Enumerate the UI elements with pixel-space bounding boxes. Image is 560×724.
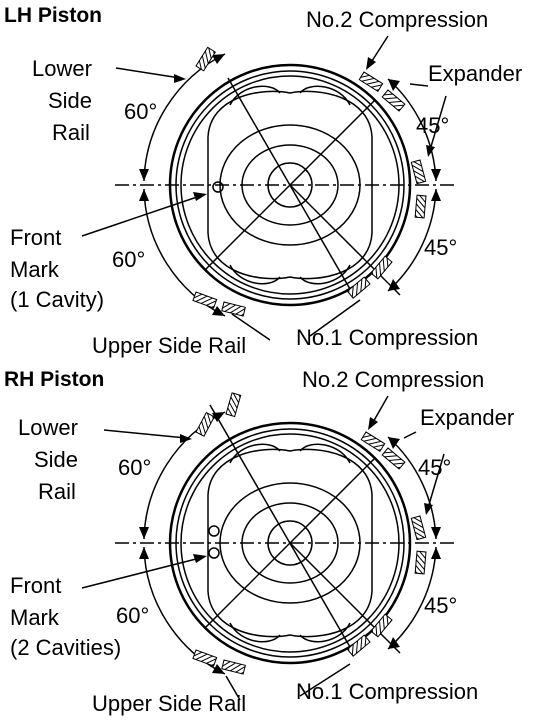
lh-expander-label: Expander: [428, 61, 523, 86]
rh-no1-compression-label: No.1 Compression: [296, 679, 479, 704]
rh-angle-bottom-left: 60°: [116, 603, 150, 628]
rh-upper-side-rail-label: Upper Side Rail: [92, 691, 247, 716]
lh-ring-ends: [192, 46, 427, 317]
rh-expander-label: Expander: [420, 405, 515, 430]
rh-front-mark-line2: Mark: [10, 605, 59, 630]
lh-piston-drawing: [115, 53, 455, 317]
lh-angle-bottom-right: 45°: [424, 235, 458, 260]
rh-front-mark-line1: Front: [10, 573, 62, 598]
lh-lower-side-rail-line1: Lower: [32, 56, 92, 81]
rh-lower-side-rail-line1: Lower: [18, 415, 78, 440]
rh-piston-title: RH Piston: [4, 368, 105, 391]
lh-lower-side-rail-line3: Rail: [52, 120, 90, 145]
lh-angle-top-left: 60°: [124, 99, 158, 124]
rh-front-mark-line3: (2 Cavities): [10, 635, 122, 660]
lh-no1-compression-label: No.1 Compression: [296, 325, 479, 350]
lh-angle-top-right: 45°: [416, 113, 450, 138]
lh-leader-lines: [81, 35, 447, 341]
rh-no2-compression-label: No.2 Compression: [302, 367, 485, 392]
rh-angle-top-right: 45°: [418, 455, 452, 480]
rh-angle-bottom-right: 45°: [424, 593, 458, 618]
lh-piston-title: LH Piston: [4, 4, 102, 27]
rh-angle-top-left: 60°: [118, 455, 152, 480]
lh-front-mark-line2: Mark: [10, 257, 59, 282]
rh-ring-ends: [192, 392, 427, 675]
rh-lower-side-rail-line3: Rail: [38, 479, 76, 504]
lh-front-mark-line3: (1 Cavity): [10, 287, 105, 312]
lh-lower-side-rail-line2: Side: [48, 88, 93, 113]
lh-no2-compression-label: No.2 Compression: [306, 7, 489, 32]
rh-lower-side-rail-line2: Side: [34, 447, 79, 472]
lh-front-mark-line1: Front: [10, 225, 62, 250]
lh-angle-bottom-left: 60°: [112, 247, 146, 272]
rh-leader-lines: [81, 395, 445, 701]
lh-upper-side-rail-label: Upper Side Rail: [92, 333, 247, 358]
rh-piston-drawing: [115, 404, 455, 675]
